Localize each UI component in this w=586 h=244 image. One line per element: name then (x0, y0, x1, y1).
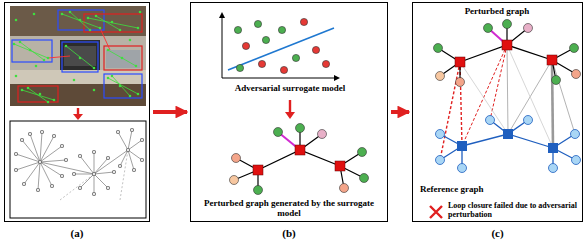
panel-label: Adversarial surrogate model (210, 84, 370, 94)
flow-arrow (153, 110, 187, 114)
panel-caption: (a) (4, 227, 150, 239)
surrogate-plot (219, 12, 340, 81)
perturbed-graph-c (434, 20, 581, 87)
keypoint-graph (16, 130, 142, 200)
figure-panel: Perturbed graphReference graphLoop closu… (412, 2, 583, 244)
panel-label: Perturbed graph generated by the surroga… (200, 199, 378, 219)
panel-label: Reference graph (420, 185, 520, 195)
perturbed-graph-b (230, 124, 369, 195)
panel-label: Loop closure failed due to adversarial p… (448, 202, 580, 220)
failure-cross (430, 206, 442, 218)
panel-label: Perturbed graph (432, 7, 562, 17)
kitchen-photo (10, 6, 146, 106)
flow-arrow (391, 110, 409, 114)
panel-caption: (c) (412, 227, 583, 239)
figure-panel: Adversarial surrogate modelPerturbed gra… (190, 2, 388, 244)
reference-graph (436, 116, 581, 173)
panel-caption: (b) (190, 227, 388, 239)
figure-panel: (a) (4, 2, 150, 244)
panel-border (190, 2, 388, 222)
matching-lines (440, 45, 575, 160)
panel-border (4, 2, 150, 222)
